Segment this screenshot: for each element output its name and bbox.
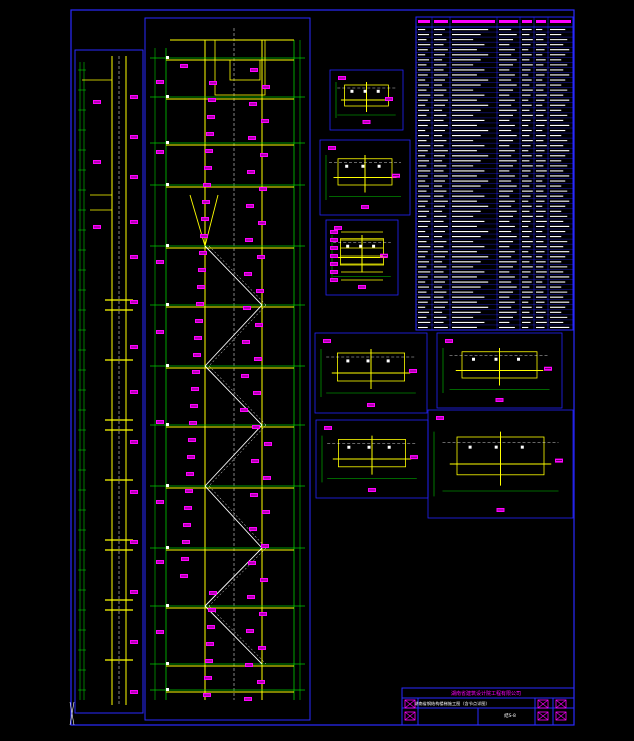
top-steel-block — [229, 59, 261, 81]
detail-frame-1 — [329, 69, 404, 131]
level-marker — [166, 244, 169, 247]
table-header-cell — [550, 20, 571, 23]
table-header-cell — [452, 20, 495, 23]
bolt-hole — [376, 89, 380, 93]
level-marker — [166, 303, 169, 306]
bolt-hole — [363, 89, 367, 93]
stair-flight-line — [208, 605, 267, 665]
bolt-hole — [346, 359, 350, 363]
level-marker — [166, 56, 169, 59]
bolt-hole — [361, 164, 365, 168]
stamp-box — [404, 711, 416, 721]
detail-frame-7 — [427, 409, 574, 519]
stamp-cross — [404, 711, 416, 721]
outer-frame — [70, 9, 575, 726]
stair-flight-line — [204, 485, 263, 549]
bolt-hole — [359, 244, 363, 248]
stair-flight-line — [204, 245, 263, 306]
stair-flight-line — [204, 424, 263, 487]
column-elevation-view — [69, 49, 144, 726]
level-marker — [166, 662, 169, 665]
bolt-hole — [520, 445, 524, 449]
material-table — [415, 16, 574, 331]
stamp-cross — [555, 699, 567, 709]
stair-flight-line — [204, 365, 263, 426]
stair-flight-line — [204, 547, 263, 607]
detail-frame-2 — [319, 139, 411, 216]
stair-flight-line — [208, 304, 267, 367]
stair-flight-line — [208, 424, 267, 487]
table-header-cell — [434, 20, 448, 23]
stamp-box — [404, 699, 416, 709]
detail-frame-4 — [314, 332, 428, 414]
bolt-hole — [372, 244, 376, 248]
title-block: 湖南省建筑设计院工程有限公司 湖南省钢结构楼梯施工图（含节点详图） 结S-8 — [401, 687, 575, 726]
bolt-hole — [494, 357, 498, 361]
title-block-frame — [401, 687, 575, 726]
stamp-cross — [537, 699, 549, 709]
bolt-hole — [468, 445, 472, 449]
stair-flight-line — [204, 304, 263, 367]
stair-flight-line — [208, 245, 267, 306]
detail-frame-3 — [325, 219, 399, 296]
bolt-hole — [367, 445, 371, 449]
level-marker — [166, 546, 169, 549]
stamp-cross — [537, 711, 549, 721]
bolt-hole — [387, 445, 391, 449]
bolt-hole — [377, 164, 381, 168]
table-header-cell — [522, 20, 532, 23]
stair-flight-line — [208, 547, 267, 607]
stamp-box — [537, 699, 549, 709]
bolt-hole — [494, 445, 498, 449]
drawing-number: 结S-8 — [504, 712, 516, 719]
stamp-box — [555, 711, 567, 721]
company-name: 湖南省建筑设计院工程有限公司 — [451, 690, 521, 697]
level-marker — [166, 364, 169, 367]
level-marker — [166, 141, 169, 144]
bolt-hole — [347, 445, 351, 449]
stamp-cross — [404, 699, 416, 709]
level-marker — [166, 423, 169, 426]
bolt-hole — [350, 89, 354, 93]
level-marker — [166, 95, 169, 98]
bolt-hole — [346, 244, 350, 248]
project-title: 湖南省钢结构楼梯施工图（含节点详图） — [414, 700, 489, 707]
table-header-cell — [499, 20, 518, 23]
stamp-box — [537, 711, 549, 721]
node-detail-views — [314, 69, 574, 519]
grid-bubble-line — [69, 701, 75, 726]
level-marker — [166, 688, 169, 691]
table-header-cell — [418, 20, 430, 23]
stair-elevation-frame — [144, 17, 311, 721]
column-elevation-frame — [74, 49, 144, 714]
bolt-hole — [472, 357, 475, 361]
detail-frame-5 — [436, 332, 563, 409]
stair-flight-line — [208, 365, 267, 426]
level-marker — [166, 183, 169, 186]
stamp-cross — [555, 711, 567, 721]
level-marker — [166, 604, 169, 607]
bolt-hole — [386, 359, 390, 363]
table-header-cell — [536, 20, 546, 23]
bolt-hole — [345, 164, 349, 168]
stamp-box — [555, 699, 567, 709]
level-marker — [166, 484, 169, 487]
stair-flight-line — [204, 605, 263, 665]
stair-elevation-view — [144, 17, 311, 721]
bolt-hole — [517, 357, 520, 361]
bolt-hole — [366, 359, 370, 363]
